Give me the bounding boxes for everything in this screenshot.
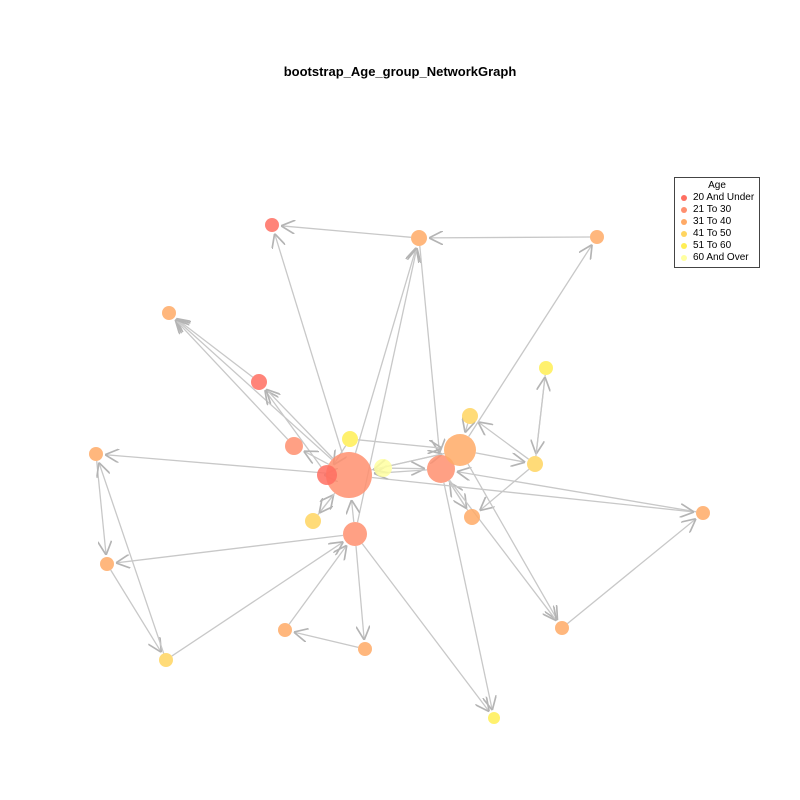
network-edge [468,245,592,437]
network-edge [116,534,344,563]
network-edge [467,463,558,620]
network-edge [429,237,591,238]
network-edge [535,377,545,457]
network-edge [391,468,425,469]
network-node [444,434,476,466]
legend-title: Age [708,180,726,191]
network-node [590,230,604,244]
network-node [696,506,710,520]
network-node [555,621,569,635]
network-edge [175,320,289,440]
network-edge [99,463,165,654]
network-edge [475,452,526,462]
network-node [162,306,176,320]
legend-label: 41 To 50 [693,228,732,239]
network-node [278,623,292,637]
chart-title: bootstrap_Age_group_NetworkGraph [283,64,517,79]
network-edge [361,543,489,712]
network-node [374,459,392,477]
network-edge [352,500,354,523]
legend-label: 20 And Under [693,192,755,203]
network-edge [448,479,557,621]
legend-label: 31 To 40 [693,216,732,227]
legend-item: 31 To 40 [675,216,759,228]
legend-swatch [681,231,687,237]
network-node [464,509,480,525]
network-node [343,522,367,546]
network-edge [176,319,254,378]
legend-swatch [681,243,687,249]
network-edge [266,389,334,459]
network-edge [448,480,467,509]
edges-layer [97,226,696,712]
network-node [539,361,553,375]
legend-item: 60 And Over [675,252,759,264]
legend-swatch [681,255,687,261]
network-node [317,465,337,485]
legend-item: 20 And Under [675,192,759,204]
network-node [159,653,173,667]
network-edge [443,482,492,711]
network-edge [281,226,412,238]
network-edge [480,468,530,510]
legend-item: 51 To 60 [675,240,759,252]
legend-swatch [681,207,687,213]
network-edge [371,476,694,513]
network-edge [478,422,529,460]
network-edge [566,519,696,625]
network-edge [357,439,442,448]
network-edge [355,545,364,640]
network-node [342,431,358,447]
network-edge [288,545,347,625]
network-edge [354,248,417,454]
network-node [411,230,427,246]
network-edge [457,472,697,513]
legend-label: 60 And Over [693,252,749,263]
legend-item: 41 To 50 [675,228,759,240]
network-edge [96,460,106,555]
network-node [488,712,500,724]
network-edge [110,569,162,652]
network-node [285,437,303,455]
network-edge [176,319,333,461]
network-node [265,218,279,232]
network-edge [171,542,344,657]
network-edge [304,451,330,465]
network-node [527,456,543,472]
network-node [251,374,267,390]
legend-swatch [681,195,687,201]
network-edge [294,632,359,649]
network-node [100,557,114,571]
network-edge [105,455,327,474]
legend-label: 21 To 30 [693,204,732,215]
network-edge [465,424,468,433]
network-edge [275,234,343,454]
network-edge [419,245,440,453]
network-node [89,447,103,461]
network-node [427,455,455,483]
legend: Age 20 And Under 21 To 30 31 To 40 41 To… [674,177,760,268]
network-node [326,452,372,498]
network-node [358,642,372,656]
nodes-layer [89,218,710,724]
network-node [462,408,478,424]
legend-item: 21 To 30 [675,204,759,216]
network-node [305,513,321,529]
network-edge [319,492,336,513]
legend-swatch [681,219,687,225]
legend-label: 51 To 60 [693,240,732,251]
